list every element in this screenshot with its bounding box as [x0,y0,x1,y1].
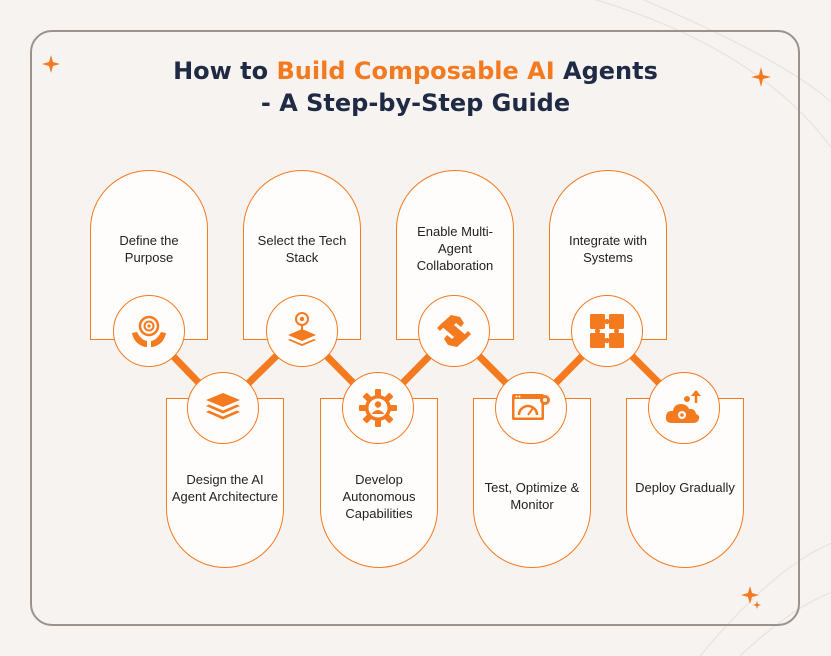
step-icon-circle [495,372,567,444]
title-suffix: Agents [554,57,658,85]
sparkle-icon [741,586,761,609]
step-icon-circle [648,372,720,444]
step-label: Define the Purpose [119,233,179,265]
step-label: Integrate with Systems [568,233,648,265]
target-hands-icon [132,315,166,347]
step-icon-circle [418,295,490,367]
title-prefix: How to [173,57,277,85]
page-title: How to Build Composable AI Agents [0,56,831,86]
page-subtitle: - A Step-by-Step Guide [260,89,571,117]
gear-person-icon [359,389,397,427]
step-label: Develop Autonomous Capabilities [342,472,416,521]
step-icon-circle [113,295,185,367]
step-icon-circle [342,372,414,444]
dashboard-monitor-icon [512,394,550,420]
sparkle-icon [751,67,771,87]
frame [30,30,800,626]
step-label: Design the AI Agent Architecture [171,472,279,504]
handshake-fist-icon [437,315,471,347]
step-icon-circle [187,372,259,444]
step-label: Enable Multi-Agent Collaboration [416,224,494,273]
step-icon-circle [571,295,643,367]
layers-icon [206,393,240,420]
step-label: Select the Tech Stack [257,233,347,265]
cloud-gear-deploy-icon [665,390,701,423]
tech-stack-icon [288,312,316,346]
sparkle-icon [42,55,60,73]
puzzle-icon [588,312,626,350]
step-label: Deploy Gradually [635,480,735,495]
step-label: Test, Optimize & Monitor [484,480,580,512]
title-highlight: Build Composable AI [276,57,555,85]
step-icon-circle [266,295,338,367]
